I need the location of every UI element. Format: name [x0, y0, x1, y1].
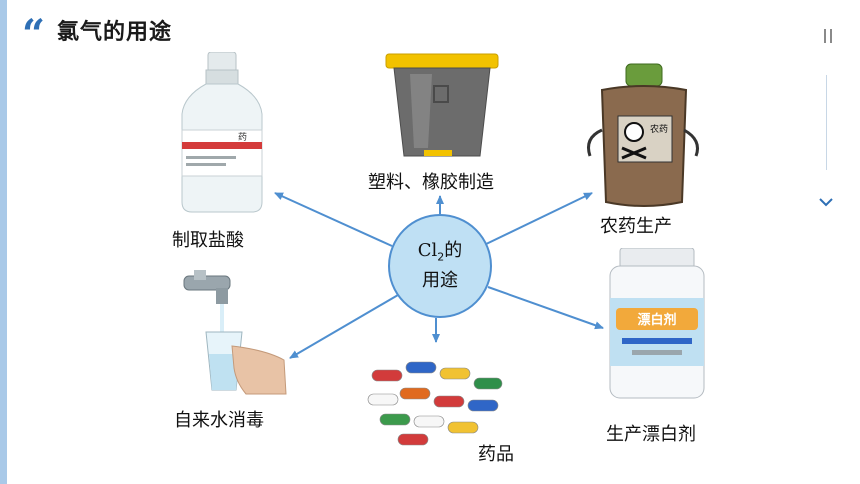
- faucet-water-image: [183, 270, 287, 395]
- acid-bottle-image: 药: [181, 52, 263, 213]
- pesticide-bottle-label: 农药: [650, 123, 668, 135]
- plastic-bin-image: [385, 53, 499, 157]
- pills-image: [367, 361, 503, 446]
- bleach-container-image: 漂白剂: [609, 248, 705, 399]
- pesticide-bottle-image: 农药: [587, 63, 699, 207]
- use-label-water-disinfection: 自来水消毒: [174, 410, 264, 431]
- arrow-to-pesticide: [481, 192, 593, 247]
- left-accent-bar: [0, 0, 7, 484]
- center-suffix: 的: [444, 239, 463, 261]
- arrow-to-water: [289, 294, 399, 359]
- chevron-down-icon[interactable]: [818, 196, 834, 208]
- use-label-medicine: 药品: [478, 444, 514, 465]
- quote-icon: “: [22, 15, 46, 45]
- use-label-pesticide: 农药生产: [600, 216, 672, 237]
- arrow-to-hydrochloric-acid: [274, 192, 393, 247]
- scroll-track[interactable]: [826, 75, 827, 170]
- use-label-hydrochloric-acid: 制取盐酸: [172, 230, 244, 251]
- center-node-cl2-uses: Cl2的 用途: [388, 214, 492, 318]
- acid-bottle-label: 药: [238, 132, 247, 143]
- use-label-plastics-rubber: 塑料、橡胶制造: [368, 172, 494, 193]
- center-element: Cl: [417, 239, 438, 261]
- use-label-bleach: 生产漂白剂: [606, 424, 696, 445]
- center-node-line1: Cl2的: [418, 239, 463, 270]
- page-title: 氯气的用途: [57, 20, 173, 45]
- arrow-to-bleach: [487, 286, 604, 330]
- bleach-product-label: 漂白剂: [637, 312, 676, 328]
- center-node-line2: 用途: [422, 270, 458, 292]
- header: “ 氯气的用途: [22, 14, 172, 46]
- pause-icon[interactable]: [822, 29, 834, 43]
- center-subscript: 2: [437, 250, 445, 264]
